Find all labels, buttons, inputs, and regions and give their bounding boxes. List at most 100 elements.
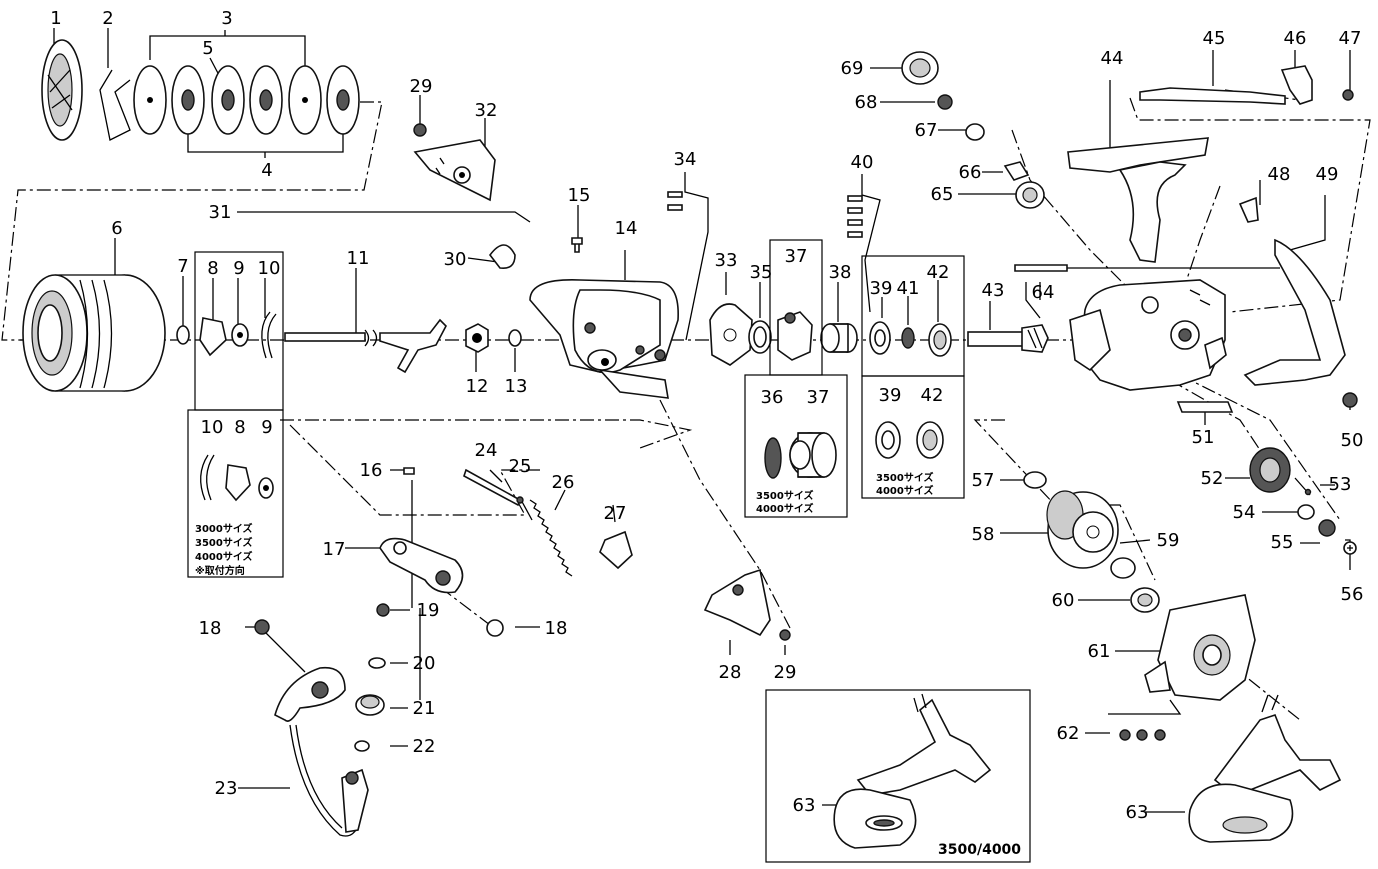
drag-alt-label-10: 10	[201, 417, 224, 438]
part-label-18b: 18	[545, 618, 568, 639]
inset-text: 10 8 9 3000サイズ 3500サイズ 4000サイズ ※取付方向 36 …	[195, 385, 1021, 858]
screws-62-shape	[1119, 729, 1166, 741]
part-label-13: 13	[505, 376, 528, 397]
part-label-38: 38	[829, 262, 852, 283]
rotor-alt-label-36: 36	[761, 387, 784, 408]
part-label-10: 10	[258, 258, 281, 279]
part-label-4: 4	[261, 160, 272, 181]
part-label-49: 49	[1316, 164, 1339, 185]
handle-63-inset-shape	[833, 693, 992, 849]
part-label-59: 59	[1157, 530, 1180, 551]
part-label-7: 7	[177, 256, 188, 277]
ring-35-inner	[753, 326, 767, 348]
drag-alt-label-8: 8	[234, 417, 245, 438]
part-label-56: 56	[1341, 584, 1364, 605]
spring-26-shape	[529, 499, 573, 577]
part-label-37a: 37	[785, 246, 808, 267]
part-label-29b: 29	[774, 662, 797, 683]
part-label-14: 14	[615, 218, 638, 239]
drag-parts-main	[199, 311, 277, 359]
part-label-11: 11	[347, 248, 370, 269]
drag-alt-note-direction: ※取付方向	[195, 564, 245, 577]
cover-49-shape	[1243, 238, 1346, 386]
gear-52-shape	[1249, 447, 1291, 493]
handle-inset-caption: 3500/4000	[938, 842, 1021, 858]
part-label-15: 15	[568, 185, 591, 206]
pinion-43-shape	[967, 324, 1049, 353]
clutch-37-shape	[777, 311, 813, 361]
part-label-41: 41	[897, 278, 920, 299]
bail-bracket-shape	[413, 123, 496, 202]
part-label-66: 66	[959, 162, 982, 183]
rotor-alt-parts	[764, 432, 837, 479]
part-label-39a: 39	[870, 278, 893, 299]
inset-boxes	[187, 239, 1031, 863]
collar-67-shape	[965, 123, 985, 141]
cover-28-hole	[732, 584, 744, 596]
part-label-29a: 29	[410, 76, 433, 97]
screw-16-shape	[403, 467, 415, 475]
screw-18a-shape	[254, 619, 270, 635]
nut-hole	[472, 333, 482, 343]
screw-64-shape	[1014, 264, 1068, 272]
rail-45-shape	[1139, 87, 1286, 105]
bail-wire-shape	[455, 211, 531, 223]
roller-21-shape	[355, 694, 385, 716]
clip-30-shape	[488, 244, 516, 270]
bail-23-shape	[274, 666, 369, 837]
bearing-42-inner	[933, 330, 947, 350]
part-label-67: 67	[915, 120, 938, 141]
part-label-23: 23	[215, 778, 238, 799]
pinion-alt-label-42: 42	[921, 385, 944, 406]
drag-alt-parts	[200, 454, 274, 502]
part-label-60: 60	[1052, 590, 1075, 611]
handle-63-right-shape	[1188, 694, 1342, 843]
part-number-labels: 1 2 3 4 5 6 7 8 9 10 11 12 13 14 15 16 1…	[50, 8, 1363, 823]
part-label-48: 48	[1268, 164, 1291, 185]
main-shaft-shape	[284, 318, 447, 374]
part-label-2: 2	[102, 8, 113, 29]
part-label-42a: 42	[927, 262, 950, 283]
part-label-46: 46	[1284, 28, 1307, 49]
part-label-8: 8	[207, 258, 218, 279]
pin-24-shape	[463, 468, 522, 507]
part-label-45: 45	[1203, 28, 1226, 49]
part-label-5: 5	[202, 38, 213, 59]
part-label-20: 20	[413, 653, 436, 674]
part-label-25: 25	[509, 456, 532, 477]
pinion-inset-box-lower	[861, 375, 965, 499]
part-label-9: 9	[233, 258, 244, 279]
clip-spring-shape	[99, 69, 131, 141]
cap-46-shape	[1280, 65, 1313, 105]
part-label-1: 1	[50, 8, 61, 29]
drag-inset-box-lower	[187, 409, 284, 578]
part-label-26: 26	[552, 472, 575, 493]
clip-48-shape	[1238, 196, 1259, 223]
plate-51-shape	[1176, 401, 1234, 413]
drag-alt-label-9: 9	[261, 417, 272, 438]
part-label-47: 47	[1339, 28, 1362, 49]
part-label-27: 27	[604, 503, 627, 524]
part-label-63b: 63	[1126, 802, 1149, 823]
part-label-68: 68	[855, 92, 878, 113]
part-label-28: 28	[719, 662, 742, 683]
rotor-alt-note-3500: 3500サイズ	[756, 489, 814, 502]
cap-27-shape	[599, 530, 633, 570]
main-gear-58-shape	[1046, 490, 1119, 569]
bearing-69-shape	[901, 51, 939, 85]
pinion-alt-label-39: 39	[879, 385, 902, 406]
drag-alt-note-3500: 3500サイズ	[195, 536, 253, 549]
drag-washer-stack	[133, 65, 360, 135]
part-label-69: 69	[841, 58, 864, 79]
part-label-21: 21	[413, 698, 436, 719]
screw-50-shape	[1342, 392, 1358, 408]
gear-68-shape	[937, 94, 953, 110]
part-label-34: 34	[674, 149, 697, 170]
handle-inset-box	[765, 689, 1031, 863]
part-label-63a: 63	[793, 795, 816, 816]
screws-40-shape	[847, 195, 863, 238]
screw-29b-shape	[779, 629, 791, 641]
screw-47-shape	[1342, 89, 1354, 101]
reel-body-shape	[1067, 137, 1227, 391]
part-label-53: 53	[1329, 474, 1352, 495]
